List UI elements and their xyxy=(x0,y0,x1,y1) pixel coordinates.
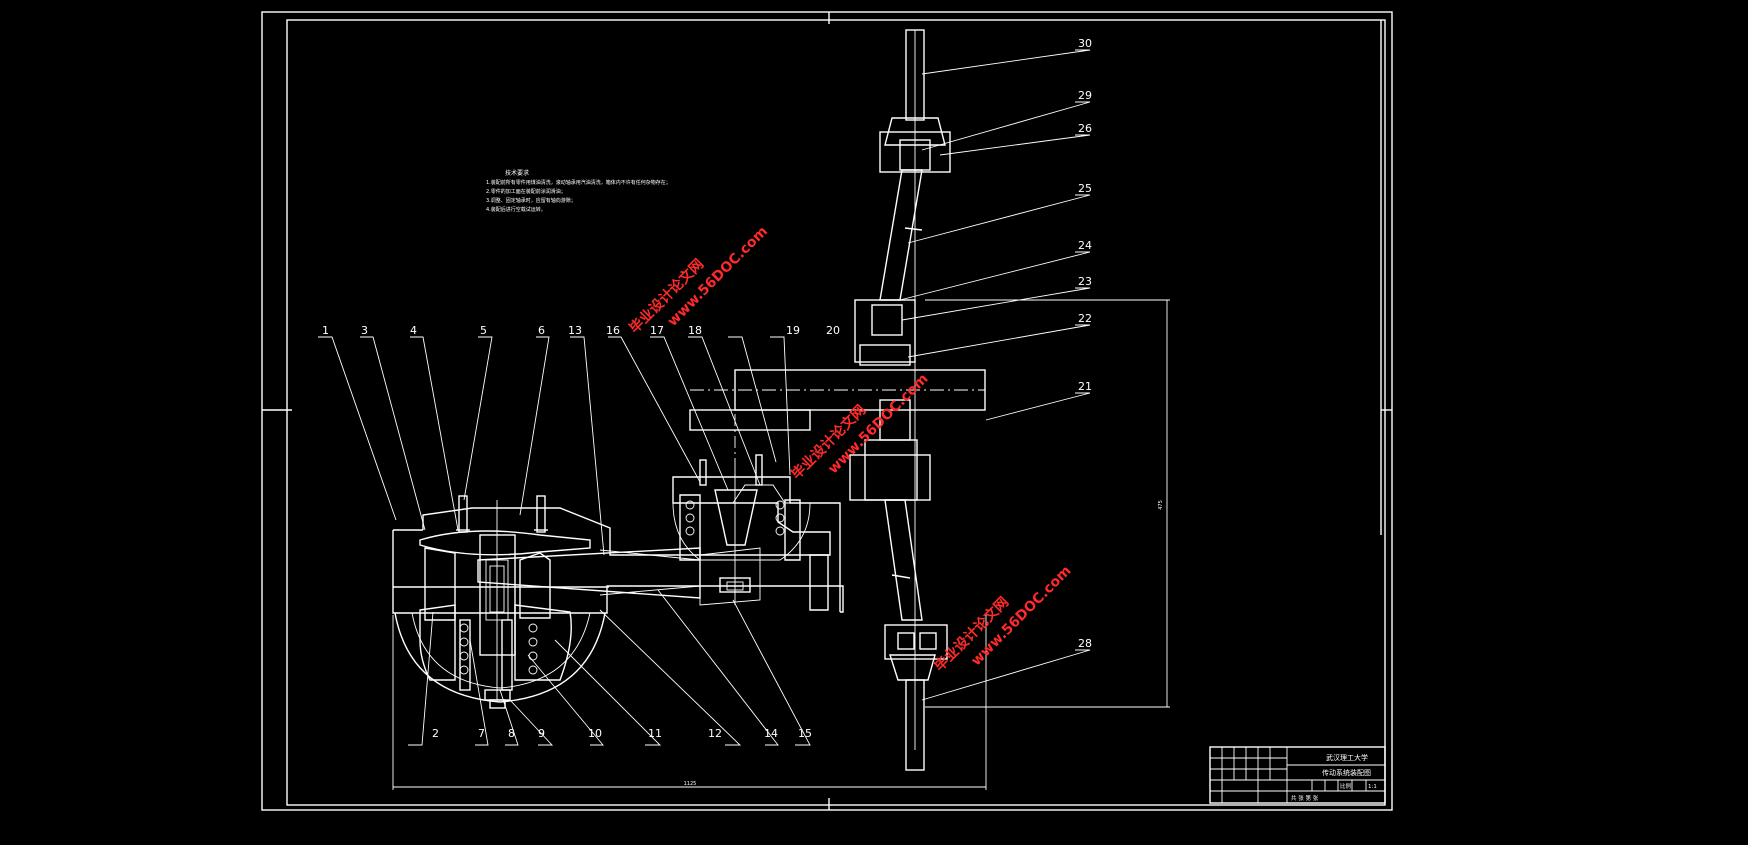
part-label-30: 30 xyxy=(1078,37,1092,50)
part-label-20: 20 xyxy=(826,324,840,337)
part-label-16: 16 xyxy=(606,324,620,337)
part-label-28: 28 xyxy=(1078,637,1092,650)
part-label-26: 26 xyxy=(1078,122,1092,135)
title-block: 武汉理工大学 传动系统装配图 比例 1:1 共 张 第 张 xyxy=(1209,746,1386,804)
part-label-23: 23 xyxy=(1078,275,1092,288)
leader-lines xyxy=(318,49,1091,746)
part-label-1: 1 xyxy=(322,324,329,337)
part-label-19: 19 xyxy=(786,324,800,337)
part-label-9: 9 xyxy=(538,727,545,740)
part-label-10: 10 xyxy=(588,727,602,740)
watermarks: 毕业设计论文网 www.56DOC.com 毕业设计论文网 www.56DOC.… xyxy=(626,223,1075,674)
drawing-frame xyxy=(261,11,1393,811)
tech-title: 技术要求 xyxy=(505,169,529,177)
part-label-13: 13 xyxy=(568,324,582,337)
part-label-12: 12 xyxy=(708,727,722,740)
part-label-11: 11 xyxy=(648,727,662,740)
part-label-24: 24 xyxy=(1078,239,1092,252)
part-label-29: 29 xyxy=(1078,89,1092,102)
part-label-8: 8 xyxy=(508,727,515,740)
tech-line: 1.装配前所有零件用煤油清洗，滚动轴承用汽油清洗，箱体内不许有任何杂物存在； xyxy=(486,179,671,186)
scale-label: 比例 xyxy=(1340,782,1352,790)
part-label-2: 2 xyxy=(432,727,439,740)
part-label-22: 22 xyxy=(1078,312,1092,325)
part-label-21: 21 xyxy=(1078,380,1092,393)
tech-line: 3.调整、固定轴承时，应留有轴向游隙； xyxy=(486,197,576,204)
dimension-length: 1125 xyxy=(684,781,697,787)
part-labels: 1 3 4 5 6 13 16 17 18 19 20 2 7 8 9 10 1… xyxy=(322,37,1092,740)
tech-line: 2.零件的加工面在装配前涂润滑油； xyxy=(486,188,566,195)
part-label-18: 18 xyxy=(688,324,702,337)
left-pulley-unit xyxy=(392,454,844,709)
part-label-25: 25 xyxy=(1078,182,1092,195)
drawing-title: 传动系统装配图 xyxy=(1322,768,1371,777)
tech-line: 4.装配后进行空载试运转。 xyxy=(486,206,546,213)
part-label-5: 5 xyxy=(480,324,487,337)
part-label-17: 17 xyxy=(650,324,664,337)
part-label-14: 14 xyxy=(764,727,778,740)
dimension-height: 475 xyxy=(1158,500,1164,510)
part-label-3: 3 xyxy=(361,324,368,337)
school-name: 武汉理工大学 xyxy=(1326,753,1368,762)
dimensions: 1125 475 xyxy=(392,299,1170,790)
part-label-15: 15 xyxy=(798,727,812,740)
scale-value: 1:1 xyxy=(1368,784,1377,790)
part-label-7: 7 xyxy=(478,727,485,740)
technical-requirements: 技术要求 1.装配前所有零件用煤油清洗，滚动轴承用汽油清洗，箱体内不许有任何杂物… xyxy=(486,169,671,213)
part-label-6: 6 xyxy=(538,324,545,337)
vertical-shaft-unit xyxy=(689,29,986,771)
part-label-4: 4 xyxy=(410,324,417,337)
sheet-text: 共 张 第 张 xyxy=(1291,794,1319,802)
